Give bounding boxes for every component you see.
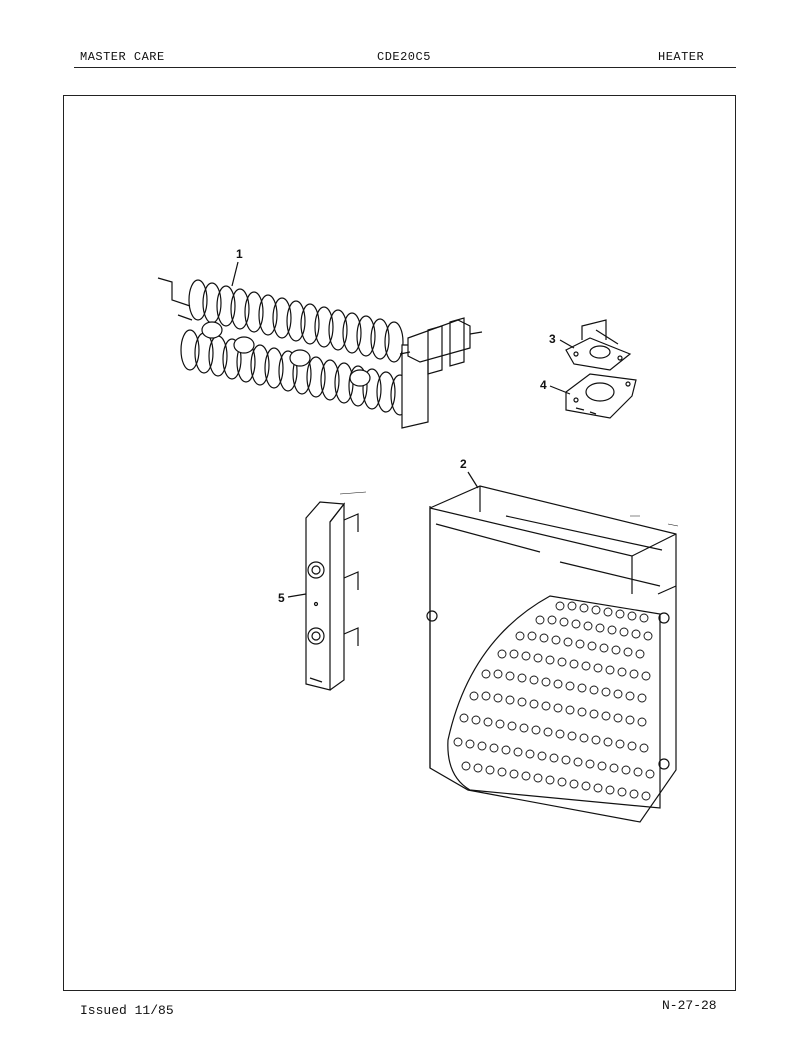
callout-3-leader — [559, 339, 575, 349]
callout-1-leader — [231, 261, 239, 287]
heater-housing — [426, 485, 677, 823]
terminal-block — [305, 501, 359, 691]
callout-4: 4 — [540, 378, 547, 392]
heating-element-coil — [157, 277, 483, 429]
callout-2: 2 — [460, 457, 467, 471]
thermostat — [565, 319, 632, 371]
callout-5: 5 — [278, 591, 285, 605]
mounting-gasket — [565, 373, 637, 419]
header-model-number: CDE20C5 — [377, 50, 431, 64]
callout-2-leader — [467, 471, 479, 489]
header-rule — [74, 67, 736, 68]
page-code: N-27-28 — [662, 998, 717, 1013]
header-section-title: HEATER — [658, 50, 705, 64]
callout-5-leader — [287, 593, 307, 598]
callout-4-leader — [549, 385, 571, 395]
callout-3: 3 — [549, 332, 556, 346]
callout-1: 1 — [236, 247, 243, 261]
header-brand: MASTER CARE — [80, 50, 165, 64]
diagram-frame — [63, 95, 736, 991]
issue-date: Issued 11/85 — [80, 1003, 174, 1018]
